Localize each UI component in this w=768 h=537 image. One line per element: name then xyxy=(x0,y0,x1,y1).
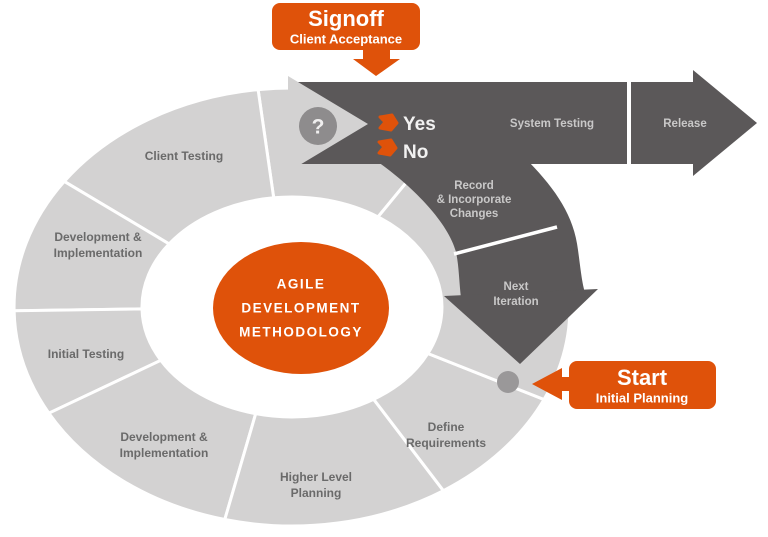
question-mark: ? xyxy=(312,116,325,139)
svg-text:& Incorporate: & Incorporate xyxy=(437,194,512,206)
release-arrowhead-icon xyxy=(693,70,757,176)
yes-label: Yes xyxy=(403,114,436,135)
release-label: Release xyxy=(663,118,706,130)
ring-segment-higher-level-planning xyxy=(222,397,446,528)
svg-text:Iteration: Iteration xyxy=(493,296,538,308)
svg-text:Implementation: Implementation xyxy=(120,446,209,460)
question-circle-icon xyxy=(299,107,337,145)
higher-level-planning-label: Higher Level Planning xyxy=(280,470,352,500)
svg-text:Define: Define xyxy=(428,420,465,434)
svg-text:Planning: Planning xyxy=(291,486,342,500)
signoff-title: Signoff xyxy=(308,6,384,31)
release-band xyxy=(631,82,693,164)
start-box xyxy=(569,361,716,409)
start-dot-icon xyxy=(497,371,519,393)
system-testing-label: System Testing xyxy=(510,118,594,130)
start-title: Start xyxy=(617,365,668,390)
decision-markers xyxy=(377,113,399,157)
svg-text:DEVELOPMENT: DEVELOPMENT xyxy=(241,301,360,316)
ring-segment-client-testing xyxy=(61,87,276,246)
define-requirements-label: Define Requirements xyxy=(406,420,486,450)
svg-text:METHODOLOGY: METHODOLOGY xyxy=(239,325,363,340)
signoff-box xyxy=(272,3,420,50)
record-changes-label: Record & Incorporate Changes xyxy=(437,180,512,220)
development-implementation-upper-label: Development & Implementation xyxy=(54,230,143,260)
branch-separator xyxy=(453,225,558,256)
signoff-callout: Signoff Client Acceptance xyxy=(272,3,420,76)
svg-text:Implementation: Implementation xyxy=(54,246,143,260)
ring-segment-development-implementation-upper xyxy=(12,179,172,313)
svg-text:Record: Record xyxy=(454,180,494,192)
flow-band xyxy=(290,70,757,364)
signoff-subtitle: Client Acceptance xyxy=(290,31,402,46)
initial-testing-label: Initial Testing xyxy=(48,347,124,361)
start-callout: Start Initial Planning xyxy=(532,361,716,409)
start-left-arrow-icon xyxy=(532,368,562,400)
svg-text:Higher Level: Higher Level xyxy=(280,470,352,484)
next-iteration-arrowhead-icon xyxy=(444,289,598,364)
svg-text:Next: Next xyxy=(504,281,529,293)
next-iteration-label: Next Iteration xyxy=(493,281,538,308)
signoff-arrow-shaft xyxy=(363,49,390,59)
client-testing-label: Client Testing xyxy=(145,149,223,163)
svg-text:Development &: Development & xyxy=(120,430,208,444)
svg-text:AGILE: AGILE xyxy=(277,277,326,292)
no-arrow-icon xyxy=(377,138,398,157)
record-changes-branch xyxy=(378,162,586,298)
start-subtitle: Initial Planning xyxy=(596,390,689,405)
development-implementation-lower-label: Development & Implementation xyxy=(120,430,209,460)
svg-text:Requirements: Requirements xyxy=(406,436,486,450)
svg-text:Development &: Development & xyxy=(54,230,142,244)
no-label: No xyxy=(403,142,428,163)
signoff-down-arrow-icon xyxy=(353,59,400,76)
center-circle xyxy=(213,242,389,374)
center-title: AGILE DEVELOPMENT METHODOLOGY xyxy=(239,277,363,340)
svg-text:Changes: Changes xyxy=(450,208,499,220)
yes-arrow-icon xyxy=(378,113,399,132)
ring-segment-development-implementation-lower xyxy=(46,358,258,522)
